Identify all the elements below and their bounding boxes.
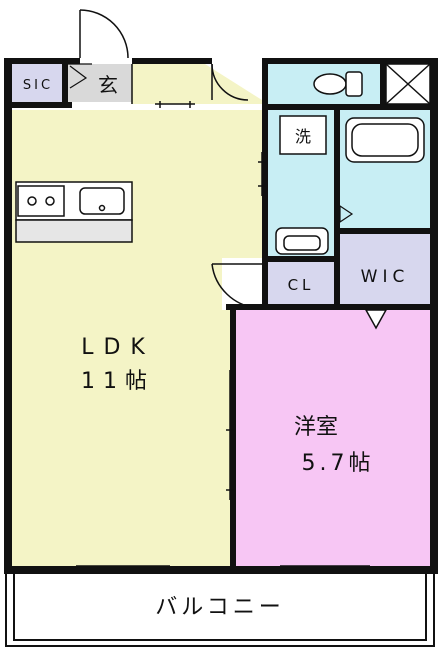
balcony-area <box>14 574 432 642</box>
ldk-door <box>211 263 262 309</box>
balcony-label: バルコニー <box>155 595 285 620</box>
toilet-fixture <box>313 71 363 97</box>
closet-label: CL <box>288 276 315 294</box>
western-room-name: 洋室 <box>294 415 338 440</box>
sic-label: SIC <box>23 78 53 93</box>
storage-box <box>385 63 431 105</box>
western-room-size: 5.7帖 <box>302 451 375 476</box>
ldk-name: LDK <box>81 335 155 360</box>
wash-label: 洗 <box>295 127 311 146</box>
shoe-cabinet <box>68 63 92 89</box>
door-marks <box>76 101 370 567</box>
balcony-railing <box>5 574 435 647</box>
sic-area <box>12 64 64 102</box>
closet-area <box>268 262 334 304</box>
wic-label: WIC <box>361 267 410 287</box>
bath-door-mark <box>339 204 354 224</box>
wash-basin <box>275 227 329 255</box>
western-room-area <box>236 310 430 566</box>
entrance-label: 玄 <box>98 73 118 97</box>
ldk-size: 11帖 <box>81 369 155 394</box>
corridor-area <box>132 64 262 104</box>
entrance-door <box>79 9 129 59</box>
washer-space <box>279 115 327 155</box>
wic-door-mark <box>364 309 388 330</box>
corridor-door <box>211 63 249 101</box>
bathtub <box>345 117 425 163</box>
kitchen-counter <box>15 181 133 243</box>
walk-in-closet-area <box>340 234 430 304</box>
